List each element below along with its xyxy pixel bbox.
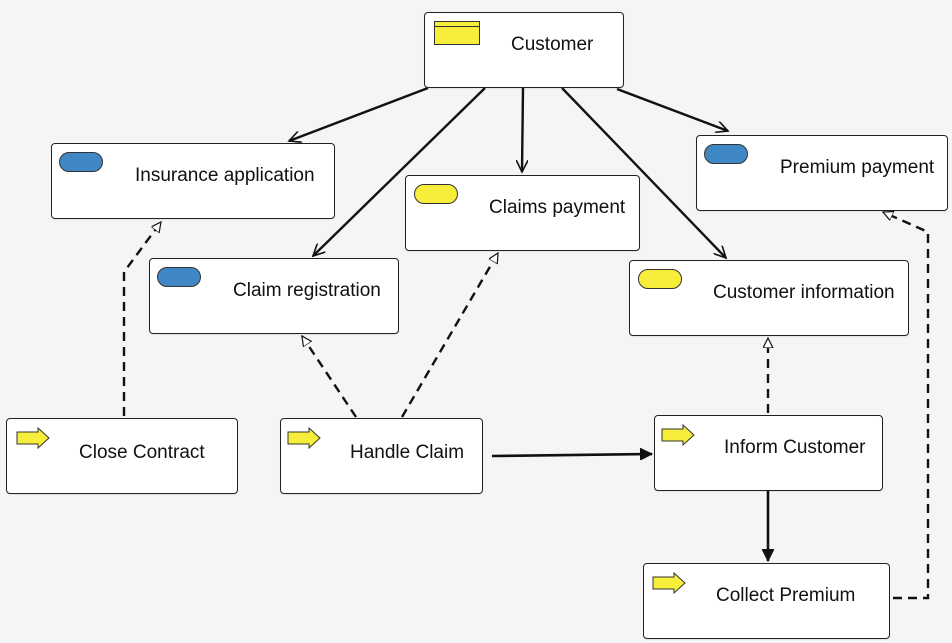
application-service-icon: [157, 267, 201, 287]
node-customer-information[interactable]: Customer information: [629, 260, 909, 336]
process-arrow-icon: [16, 427, 50, 449]
process-arrow-icon: [287, 427, 321, 449]
edge-handle-claim-to-claims-payment[interactable]: [400, 253, 500, 418]
node-label: Claim registration: [233, 280, 381, 301]
edge-customer-to-customer-information[interactable]: [561, 87, 726, 258]
application-service-icon: [704, 144, 748, 164]
edge-customer-to-claims-payment[interactable]: [522, 87, 523, 172]
node-claim-registration[interactable]: Claim registration: [149, 258, 399, 334]
node-label: Premium payment: [780, 157, 935, 178]
node-label: Customer: [511, 34, 594, 55]
node-label: Collect Premium: [716, 585, 856, 606]
node-label: Insurance application: [135, 165, 315, 186]
edge-customer-to-insurance-application[interactable]: [289, 86, 429, 141]
edge-handle-claim-to-claim-registration[interactable]: [301, 336, 357, 418]
edges-layer: [122, 86, 930, 600]
node-label: Handle Claim: [350, 442, 465, 463]
process-arrow-icon: [661, 424, 695, 446]
node-label: Customer information: [713, 282, 895, 303]
node-close-contract[interactable]: Close Contract: [6, 418, 238, 494]
node-handle-claim[interactable]: Handle Claim: [280, 418, 483, 494]
business-service-icon: [638, 269, 682, 289]
edge-handle-claim-to-inform-customer[interactable]: [491, 454, 652, 456]
node-customer[interactable]: Customer: [424, 12, 624, 88]
node-collect-premium[interactable]: Collect Premium: [643, 563, 890, 639]
edge-close-contract-to-insurance-application[interactable]: [122, 222, 162, 416]
node-insurance-application[interactable]: Insurance application: [51, 143, 335, 219]
node-label: Close Contract: [79, 442, 205, 463]
actor-icon: [434, 21, 480, 45]
node-premium-payment[interactable]: Premium payment: [696, 135, 948, 211]
process-arrow-icon: [652, 572, 686, 594]
node-label: Inform Customer: [724, 437, 866, 458]
application-service-icon: [59, 152, 103, 172]
node-inform-customer[interactable]: Inform Customer: [654, 415, 883, 491]
edge-collect-premium-to-premium-payment[interactable]: [883, 212, 930, 600]
edge-customer-to-claim-registration[interactable]: [313, 87, 486, 256]
edge-customer-to-premium-payment[interactable]: [616, 87, 728, 131]
node-claims-payment[interactable]: Claims payment: [405, 175, 640, 251]
business-service-icon: [414, 184, 458, 204]
node-label: Claims payment: [489, 197, 626, 218]
